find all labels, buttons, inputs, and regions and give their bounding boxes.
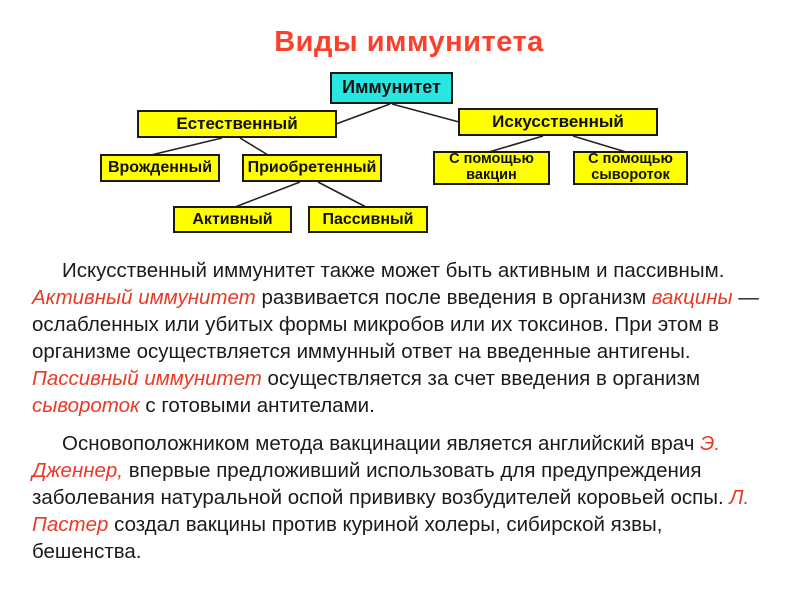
text-line: Пассивный иммунитет осуществляется за сч…	[32, 365, 784, 392]
term-vaccines: вакцины	[651, 286, 733, 309]
text-line: ослабленных или убитых формы микробов ил…	[32, 311, 784, 338]
text-line: Активный иммунитет развивается после вве…	[32, 284, 784, 311]
node-active: Активный	[173, 206, 292, 233]
term-pasteur-initial: Л.	[729, 486, 750, 509]
node-by-serums: С помощью сывороток	[573, 151, 688, 185]
text-segment: организме осуществляется иммунный ответ …	[32, 340, 691, 363]
text-line: Искусственный иммунитет также может быть…	[32, 257, 784, 284]
text-segment: с готовыми антителами.	[139, 394, 375, 417]
text-segment: —	[732, 286, 759, 309]
text-line: сывороток с готовыми антителами.	[32, 392, 784, 419]
text-segment: бешенства.	[32, 540, 142, 563]
text-segment: впервые предложивший использовать для пр…	[123, 459, 702, 482]
text-line: Дженнер, впервые предложивший использова…	[32, 457, 784, 484]
node-by-vaccines: С помощью вакцин	[433, 151, 550, 185]
text-segment: Искусственный иммунитет также может быть…	[62, 259, 725, 282]
node-passive: Пассивный	[308, 206, 428, 233]
node-by-serums-line1: С помощью	[588, 151, 673, 168]
node-artificial: Искусственный	[458, 108, 658, 136]
text-segment: осуществляется за счет введения в органи…	[261, 367, 701, 390]
text-line: заболевания натуральной оспой прививку в…	[32, 484, 784, 511]
paragraph-artificial-immunity: Искусственный иммунитет также может быть…	[32, 257, 784, 419]
term-active-immunity: Активный иммунитет	[32, 286, 256, 309]
text-line: организме осуществляется иммунный ответ …	[32, 338, 784, 365]
diagram-connectors	[150, 103, 627, 208]
node-innate: Врожденный	[100, 154, 220, 182]
node-immunity: Иммунитет	[330, 72, 453, 104]
paragraph-vaccination-history: Основоположником метода вакцинации являе…	[32, 430, 784, 565]
node-by-vaccines-line2: вакцин	[466, 167, 517, 183]
node-by-serums-line2: сывороток	[591, 167, 670, 183]
page-title: Виды иммунитета	[274, 26, 544, 58]
node-by-vaccines-line1: С помощью	[449, 151, 534, 168]
text-segment: создал вакцины против куриной холеры, си…	[108, 513, 663, 536]
node-natural: Естественный	[137, 110, 337, 138]
term-jenner-initial: Э.	[700, 432, 721, 455]
text-segment: ослабленных или убитых формы микробов ил…	[32, 313, 720, 336]
term-pasteur: Пастер	[32, 513, 109, 536]
node-acquired: Приобретенный	[242, 154, 382, 182]
text-line: Пастер создал вакцины против куриной хол…	[32, 511, 784, 538]
text-segment: заболевания натуральной оспой прививку в…	[32, 486, 730, 509]
text-line: бешенства.	[32, 538, 784, 565]
text-segment: Основоположником метода вакцинации являе…	[62, 432, 701, 455]
text-segment: развивается после введения в организм	[255, 286, 652, 309]
term-jenner: Дженнер,	[32, 459, 123, 482]
term-serums: сывороток	[32, 394, 140, 417]
term-passive-immunity: Пассивный иммунитет	[32, 367, 262, 390]
text-line: Основоположником метода вакцинации являе…	[32, 430, 784, 457]
